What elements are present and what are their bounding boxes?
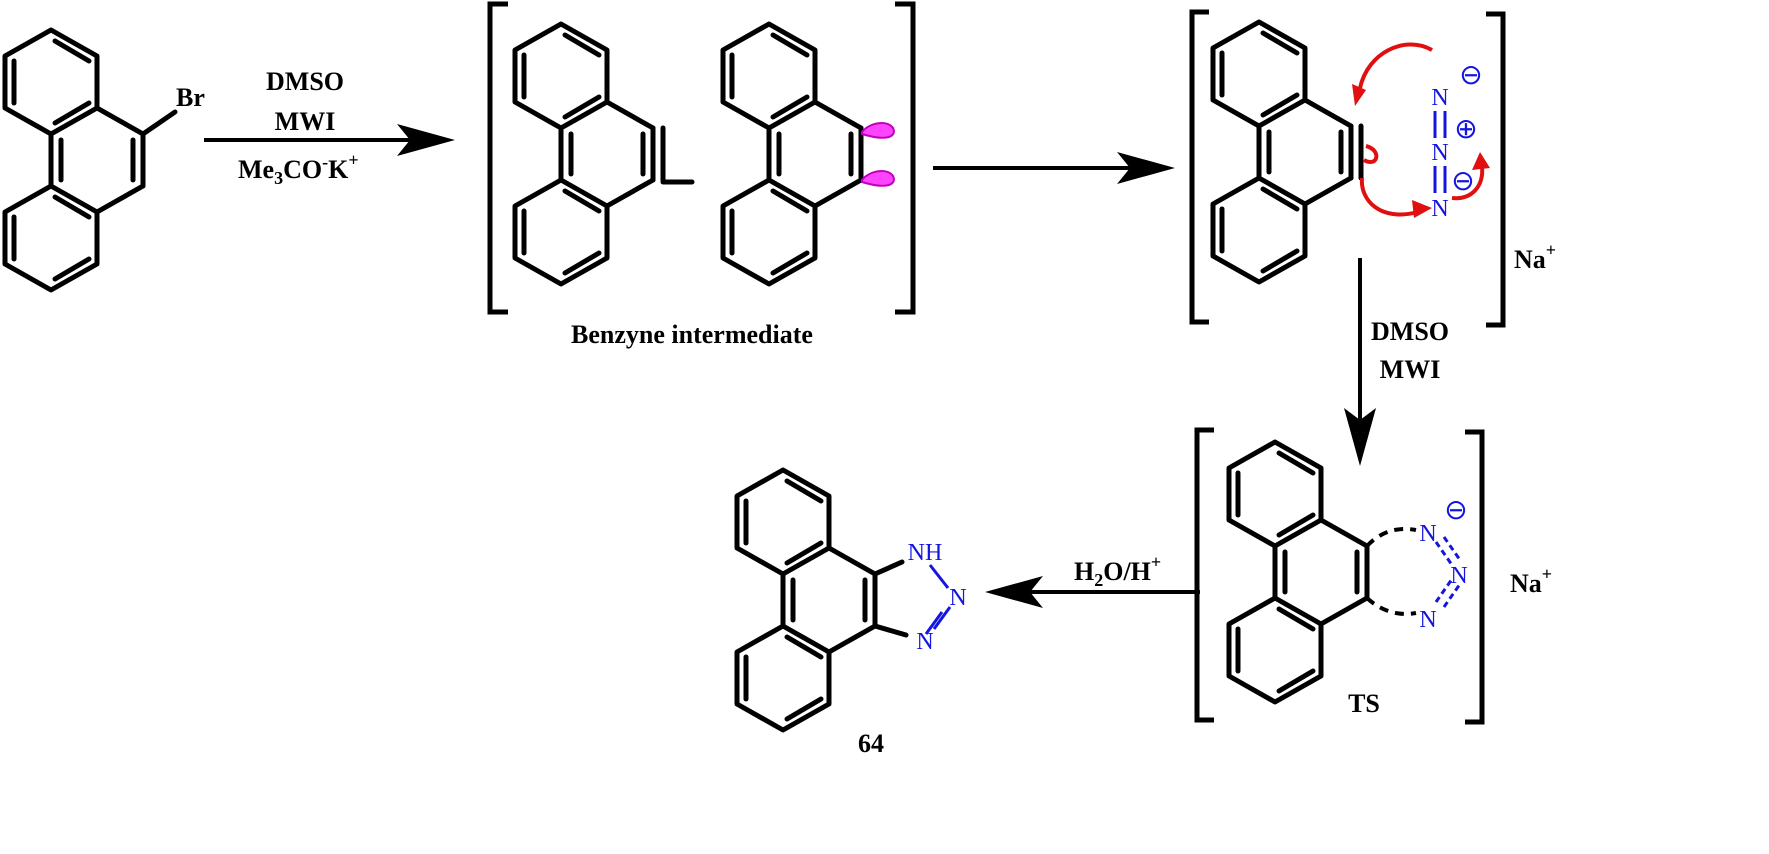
svg-text:N: N — [1431, 140, 1448, 166]
step3-reagent-dmso: DMSO — [1371, 317, 1449, 346]
orbital-lobe-icon — [861, 122, 895, 187]
azide-ion: N N N ⊖ ⊕ ⊖ — [1431, 60, 1482, 222]
step2-arrow — [933, 152, 1175, 184]
ts-bracket — [1194, 427, 1485, 725]
step4-reagent: H2O/H+ — [1074, 552, 1161, 590]
ts-molecule: N N N ⊖ — [1229, 442, 1468, 702]
azide-complex-bracket — [1189, 9, 1506, 328]
benzyne-bracket — [487, 1, 916, 315]
ts-caption: TS — [1348, 689, 1380, 718]
svg-text:N: N — [1431, 196, 1448, 222]
counterion-label: Na+ — [1514, 240, 1556, 274]
minus-charge-icon: ⊖ — [1444, 495, 1467, 526]
step1-reagent-base: Me3CO-K+ — [238, 150, 359, 188]
start-molecule: Br — [5, 30, 205, 290]
svg-text:NH: NH — [908, 540, 943, 566]
benzyne-triple-bond-form — [515, 24, 695, 284]
svg-text:N: N — [1419, 521, 1436, 547]
step1-arrow — [204, 124, 455, 156]
curved-electron-arrow-icon — [1352, 42, 1490, 218]
product-molecule: NH N N — [737, 470, 967, 730]
minus-charge-icon: ⊖ — [1459, 60, 1482, 91]
step1-reagent-mwi: MWI — [275, 107, 336, 136]
benzyne-orbital-form — [723, 24, 895, 284]
step1-reagent-dmso: DMSO — [266, 67, 344, 96]
bromo-label: Br — [176, 83, 205, 112]
svg-text:N: N — [1450, 563, 1467, 589]
svg-text:N: N — [1419, 607, 1436, 633]
step4-arrow — [985, 576, 1200, 608]
ts-counterion-label: Na+ — [1510, 564, 1552, 598]
svg-text:N: N — [1431, 85, 1448, 111]
plus-charge-icon: ⊕ — [1454, 114, 1477, 145]
step3-reagent-mwi: MWI — [1380, 355, 1441, 384]
svg-text:N: N — [949, 585, 966, 611]
svg-text:N: N — [916, 629, 933, 655]
azide-complex-benzyne — [1213, 22, 1364, 282]
step3-arrow — [1344, 258, 1376, 466]
product-caption: 64 — [858, 729, 884, 758]
benzyne-caption: Benzyne intermediate — [571, 320, 813, 349]
minus-charge-icon: ⊖ — [1451, 166, 1474, 197]
